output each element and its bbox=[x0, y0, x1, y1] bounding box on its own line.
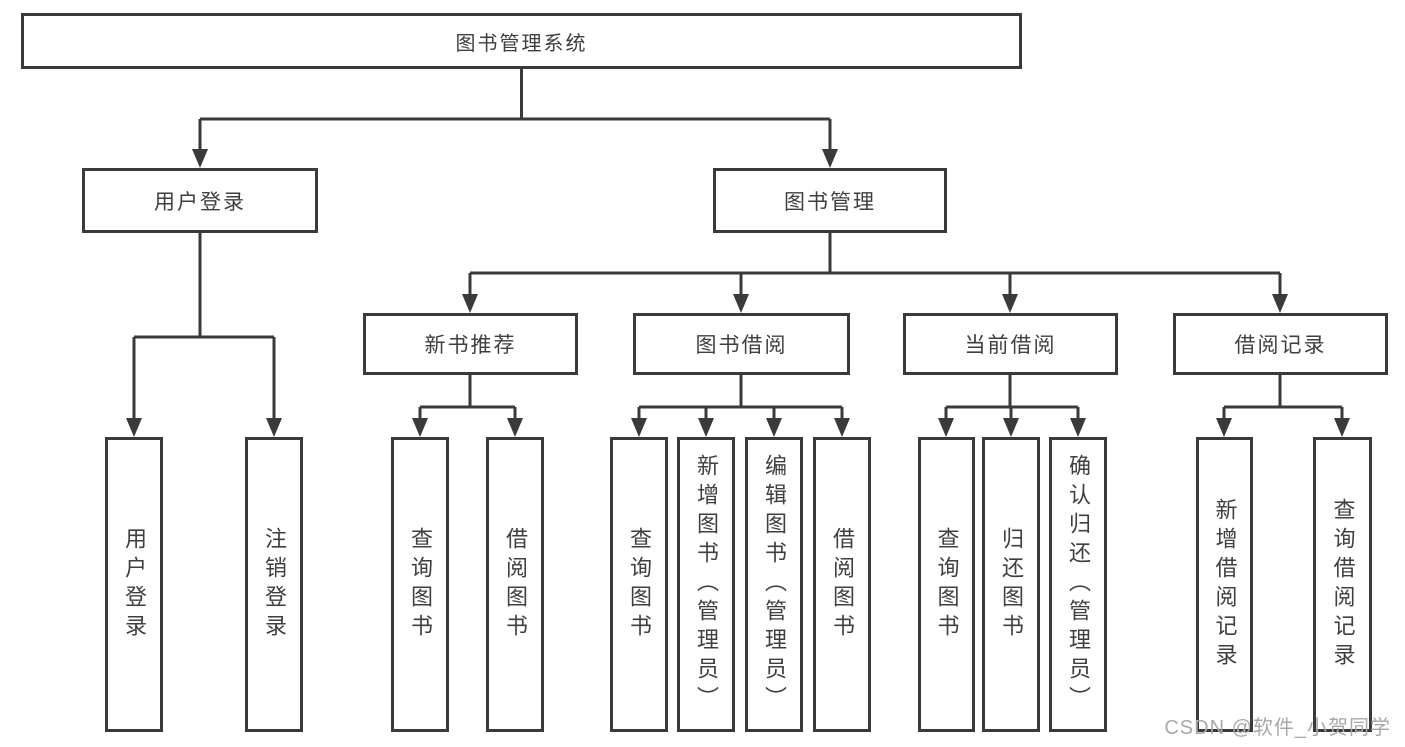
node-book-borrowing: 图书借阅 bbox=[633, 313, 850, 375]
leaf-borrowing-borrow-books: 借阅图书 bbox=[813, 437, 871, 732]
node-current-borrowing: 当前借阅 bbox=[903, 313, 1118, 375]
leaf-current-query-books: 查询图书 bbox=[918, 437, 975, 732]
leaf-current-confirm-return-admin: 确认归还（管理员） bbox=[1049, 437, 1107, 732]
leaf-label: 查询图书 bbox=[627, 526, 652, 643]
node-label: 图书借阅 bbox=[695, 334, 788, 357]
leaf-label: 注销登录 bbox=[262, 526, 287, 643]
node-label: 新书推荐 bbox=[424, 334, 517, 357]
leaf-newbook-query-books: 查询图书 bbox=[391, 437, 449, 732]
leaf-label: 查询借阅记录 bbox=[1330, 497, 1356, 672]
leaf-borrowing-query-books: 查询图书 bbox=[610, 437, 668, 732]
node-borrowing-records: 借阅记录 bbox=[1173, 313, 1388, 375]
leaf-label: 确认归还（管理员） bbox=[1066, 454, 1091, 715]
leaf-borrowing-add-books-admin: 新增图书（管理员） bbox=[677, 437, 735, 732]
leaf-current-return-books: 归还图书 bbox=[982, 437, 1040, 732]
leaf-label: 借阅图书 bbox=[830, 526, 855, 643]
leaf-label: 用户登录 bbox=[122, 526, 147, 643]
leaf-label: 新增图书（管理员） bbox=[694, 454, 719, 715]
leaf-label: 归还图书 bbox=[999, 526, 1024, 643]
leaf-newbook-borrow-books: 借阅图书 bbox=[486, 437, 544, 732]
leaf-logout: 注销登录 bbox=[245, 437, 303, 732]
leaf-label: 编辑图书（管理员） bbox=[762, 454, 787, 715]
node-book-management: 图书管理 bbox=[713, 168, 947, 233]
leaf-user-login: 用户登录 bbox=[105, 437, 163, 732]
leaf-records-add-borrow-record: 新增借阅记录 bbox=[1196, 437, 1253, 732]
leaf-label: 查询图书 bbox=[934, 526, 960, 643]
node-library-management-system: 图书管理系统 bbox=[21, 13, 1022, 69]
watermark: CSDN @软件_小贺同学 bbox=[1164, 717, 1391, 739]
node-user-login: 用户登录 bbox=[82, 168, 318, 233]
leaf-label: 查询图书 bbox=[408, 526, 433, 643]
leaf-label: 新增借阅记录 bbox=[1212, 497, 1238, 672]
node-label: 图书管理 bbox=[784, 190, 876, 214]
leaf-records-query-borrow-record: 查询借阅记录 bbox=[1313, 437, 1372, 732]
node-label: 用户登录 bbox=[154, 190, 246, 214]
node-label: 图书管理系统 bbox=[455, 32, 588, 55]
node-label: 当前借阅 bbox=[964, 334, 1057, 357]
node-label: 借阅记录 bbox=[1234, 334, 1327, 357]
leaf-borrowing-edit-books-admin: 编辑图书（管理员） bbox=[745, 437, 803, 732]
leaf-label: 借阅图书 bbox=[503, 526, 528, 643]
node-new-book-recommendation: 新书推荐 bbox=[363, 313, 578, 375]
